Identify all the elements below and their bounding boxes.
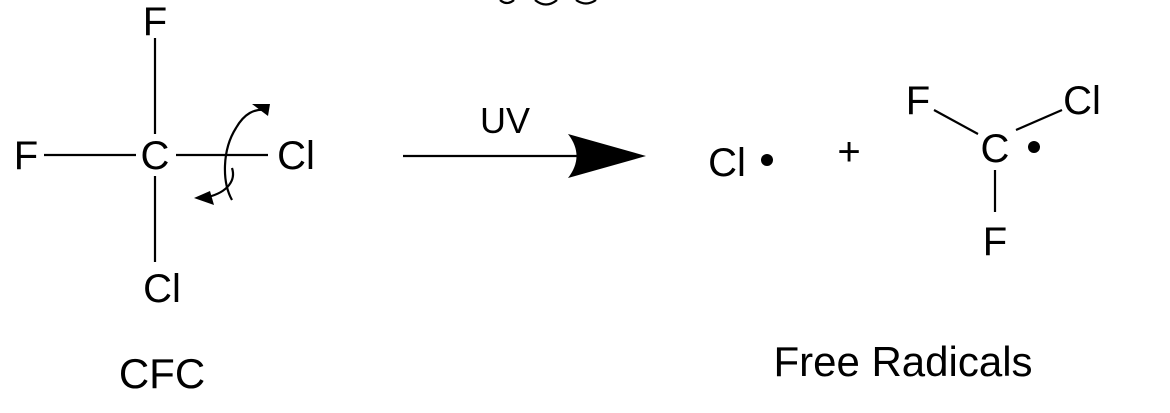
reaction-arrow: UV bbox=[403, 100, 646, 178]
atom-f-left: F bbox=[14, 134, 38, 178]
chlorine-radical: Cl bbox=[708, 141, 773, 185]
atom-cl-right: Cl bbox=[277, 134, 315, 178]
arrow-label-uv: UV bbox=[480, 100, 530, 141]
clipped-glyph-fragment bbox=[499, 0, 515, 5]
radical-dot bbox=[761, 154, 773, 166]
clipped-glyph-fragment bbox=[534, 0, 558, 6]
cfc-caption: CFC bbox=[119, 350, 205, 397]
atom-cl-right: Cl bbox=[1063, 79, 1101, 123]
cfc-molecule: F F C Cl Cl CFC bbox=[14, 0, 315, 397]
atom-f-bottom: F bbox=[983, 220, 1007, 264]
atom-cl-radical: Cl bbox=[708, 141, 746, 185]
bond-c-cl-right bbox=[1015, 108, 1063, 132]
atom-c-center: C bbox=[981, 127, 1010, 171]
curved-arrow-upper bbox=[223, 108, 269, 201]
cf2cl-radical: F Cl C F bbox=[906, 79, 1101, 264]
bond-c-f-left bbox=[933, 109, 979, 135]
clipped-top-text bbox=[499, 0, 597, 6]
atom-cl-bottom: Cl bbox=[143, 267, 181, 311]
arrow-head bbox=[568, 134, 646, 178]
atom-f-top: F bbox=[143, 0, 167, 44]
radical-dot bbox=[1028, 141, 1040, 153]
clipped-glyph-fragment bbox=[575, 0, 597, 5]
fishhook-head-lower bbox=[194, 191, 214, 205]
fishhook-head-upper bbox=[252, 104, 270, 116]
plus-sign: + bbox=[837, 130, 860, 174]
free-radicals-caption: Free Radicals bbox=[773, 338, 1032, 385]
curved-arrow-lower bbox=[207, 167, 235, 199]
atom-f-left: F bbox=[906, 79, 930, 123]
atom-c-center: C bbox=[141, 134, 170, 178]
